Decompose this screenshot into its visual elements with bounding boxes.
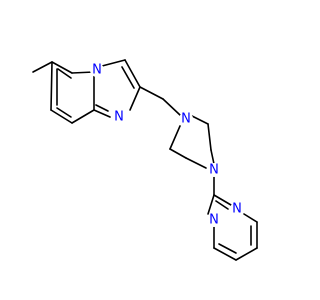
bond-c-upper-left-n4 [169, 125, 181, 150]
bond-c-lower-left-c-upper-left [169, 148, 187, 159]
bond-c8a-c8 [71, 109, 95, 124]
bond-c-bottom-c-bottom-left [213, 247, 237, 261]
atom-label-n6: N [209, 213, 219, 228]
bond-c2-n3 [129, 86, 141, 111]
bond-layer [32, 59, 258, 261]
bond-c8-c7 [50, 109, 73, 124]
bond-n-right-c-right [243, 213, 258, 223]
diagram-background [0, 0, 300, 300]
atom-n2-group: N [112, 110, 126, 125]
bond-c7-c6 [50, 61, 53, 111]
bond-n5-c-lower-left [185, 157, 207, 169]
bond-c-upper-right-c-lower-right [207, 123, 212, 151]
bond-double-c2p-n-right [215, 200, 229, 210]
atom-n3-group: N [179, 112, 193, 127]
bond-c3-c2 [124, 59, 141, 88]
bond-double-c3-c2 [121, 66, 135, 89]
bond-c5-n1 [71, 71, 95, 74]
bond-double-c8-c7 [56, 107, 72, 118]
bond-c2p-n-right [213, 194, 232, 206]
bond-double-n3-c8a [95, 104, 109, 112]
bond-double-c-bottom-c-bottom-left [218, 243, 237, 254]
atom-label-n5: N [232, 202, 242, 217]
atom-n5-group: N [230, 202, 244, 217]
atom-label-n1: N [92, 63, 102, 78]
bond-c-lower-right-n5 [210, 149, 215, 165]
bond-n-left-c2p [207, 194, 215, 215]
atom-label-n2: N [114, 110, 124, 125]
bond-n3-c8a [93, 109, 111, 118]
bond-ch2-n4 [162, 98, 181, 116]
bond-n1-c3 [101, 59, 126, 67]
atom-n4-group: N [207, 163, 221, 178]
bond-c6-c5 [51, 61, 73, 74]
bond-methyl [32, 61, 53, 73]
bond-n4-c-upper-right [191, 115, 209, 125]
atom-label-layer: N N N N N N [90, 63, 244, 228]
bond-double-c6-c5 [57, 68, 72, 79]
bond-c2-ch2 [139, 86, 164, 100]
atom-n1-group: N [90, 63, 104, 78]
atom-label-n3: N [181, 112, 191, 127]
bond-c-bottom-right-c-bottom [235, 247, 258, 261]
atom-n6-group: N [207, 213, 221, 228]
molecule-structure-diagram: N N N N N N [0, 0, 300, 300]
atom-label-n4: N [209, 163, 219, 178]
